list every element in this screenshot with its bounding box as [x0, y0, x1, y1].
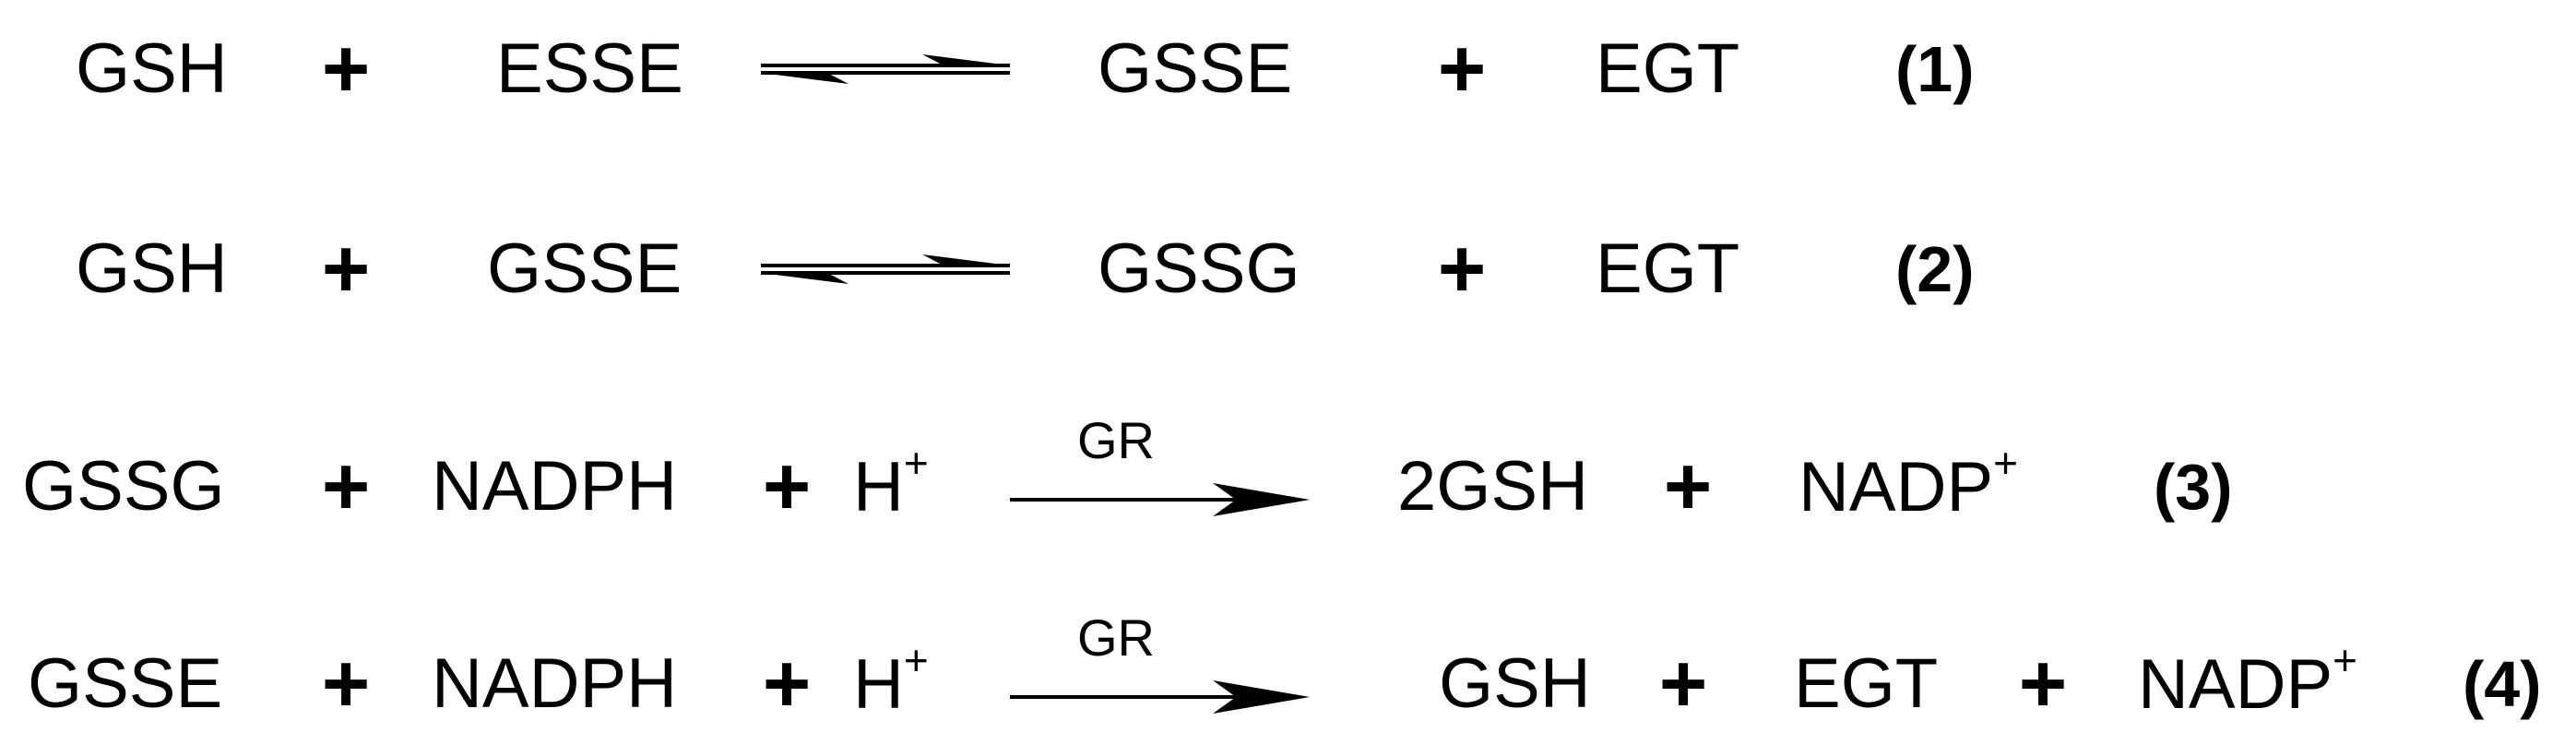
reaction-2-product-1-text: GSSG [1098, 230, 1300, 308]
reaction-3-reactant-3-text: H [853, 448, 904, 527]
reaction-1-reactant-2-text: ESSE [496, 30, 683, 108]
reaction-4-product-3: NADP+ [2138, 639, 2357, 720]
reaction-1-equilibrium-arrow-reverse-head [761, 73, 849, 84]
reaction-3-product-1: 2GSH [1397, 452, 1588, 522]
reaction-1-product-1-text: GSSE [1098, 30, 1293, 108]
reaction-3-reactant-3-charge: + [903, 438, 929, 487]
reaction-4-forward-arrow-head [1213, 680, 1310, 714]
reaction-4-reactant-1-text: GSSE [28, 644, 223, 723]
reaction-3-reactant-2: NADPH [432, 452, 677, 522]
reaction-2-product-2: EGT [1596, 234, 1739, 304]
reaction-4-product-2-text: EGT [1794, 644, 1939, 723]
reaction-3-product-1-text: 2GSH [1397, 447, 1588, 526]
reaction-4-reactant-2-text: NADPH [432, 644, 678, 723]
reaction-4-forward-arrow [1010, 680, 1310, 714]
reaction-2-reactant-2: GSSE [487, 234, 682, 304]
reaction-3-equation-number: (3) [2154, 451, 2233, 523]
reaction-2-product-2-text: EGT [1596, 230, 1740, 308]
reaction-3-plus-sign-2: + [762, 441, 812, 533]
reaction-2-equilibrium-arrow-reverse-head [761, 273, 849, 284]
reaction-1-equation-number: (1) [1895, 33, 1975, 105]
reaction-2-plus-sign-2: + [1437, 223, 1487, 315]
reaction-4-equation-number: (4) [2463, 648, 2542, 720]
reaction-4-reactant-1: GSSE [28, 649, 222, 719]
reaction-1-reactant-1-text: GSH [76, 30, 228, 108]
reaction-4-product-1: GSH [1439, 649, 1591, 719]
reaction-1-product-2-text: EGT [1596, 30, 1740, 108]
reaction-2-plus-sign-1: + [321, 223, 371, 315]
reaction-3-product-2-charge: + [1993, 438, 2019, 487]
reaction-4-product-3-charge: + [2333, 635, 2358, 684]
reaction-2-equation-number: (2) [1895, 233, 1975, 305]
reaction-3-reactant-3: H+ [853, 442, 929, 527]
reaction-3-plus-sign-1: + [321, 441, 371, 533]
reaction-1-product-2: EGT [1596, 34, 1739, 104]
reaction-2-reactant-1-text: GSH [76, 230, 228, 308]
reaction-1-reactant-1: GSH [76, 34, 228, 104]
reaction-4-product-2: EGT [1794, 649, 1938, 719]
reaction-3-forward-arrow [1010, 483, 1310, 516]
reaction-3-reactant-1: GSSG [22, 452, 225, 522]
reaction-1-plus-sign-1: + [321, 23, 371, 115]
reaction-3-product-2: NADP+ [1798, 442, 2018, 527]
reaction-1-equilibrium-arrow-forward-head [922, 54, 1010, 65]
reaction-2-product-1: GSSG [1098, 234, 1300, 304]
reaction-4-reactant-2: NADPH [432, 649, 677, 719]
reaction-1-equilibrium-arrow [761, 54, 1010, 84]
reaction-3-plus-sign-3: + [1663, 441, 1713, 533]
reaction-4-product-3-text: NADP [2138, 645, 2333, 725]
reaction-4-plus-sign-2: + [762, 638, 812, 730]
reaction-1-product-1: GSSE [1098, 34, 1292, 104]
reaction-2-reactant-1: GSH [76, 234, 228, 304]
reaction-4-reactant-3: H+ [853, 639, 929, 720]
reaction-2-equilibrium-arrow [761, 254, 1010, 284]
reaction-4-catalyst-label: GR [1077, 608, 1155, 667]
reaction-4-plus-sign-3: + [1658, 638, 1708, 730]
reaction-2-reactant-2-text: GSSE [487, 230, 683, 308]
reaction-1-reactant-2: ESSE [496, 34, 683, 104]
reaction-3-product-2-text: NADP [1798, 448, 1994, 527]
reaction-4-product-1-text: GSH [1439, 644, 1591, 723]
reaction-3-reactant-1-text: GSSG [22, 447, 225, 526]
reaction-2-equilibrium-arrow-forward-head [922, 254, 1010, 266]
reaction-4-plus-sign-4: + [2018, 638, 2068, 730]
reaction-4-reactant-3-text: H [853, 645, 904, 725]
reaction-1-plus-sign-2: + [1437, 23, 1487, 115]
reaction-3-reactant-2-text: NADPH [432, 447, 678, 526]
reaction-3-catalyst-label: GR [1077, 411, 1155, 469]
reaction-4-reactant-3-charge: + [903, 635, 929, 684]
reaction-3-forward-arrow-head [1213, 483, 1310, 516]
reaction-4-plus-sign-1: + [321, 638, 371, 730]
